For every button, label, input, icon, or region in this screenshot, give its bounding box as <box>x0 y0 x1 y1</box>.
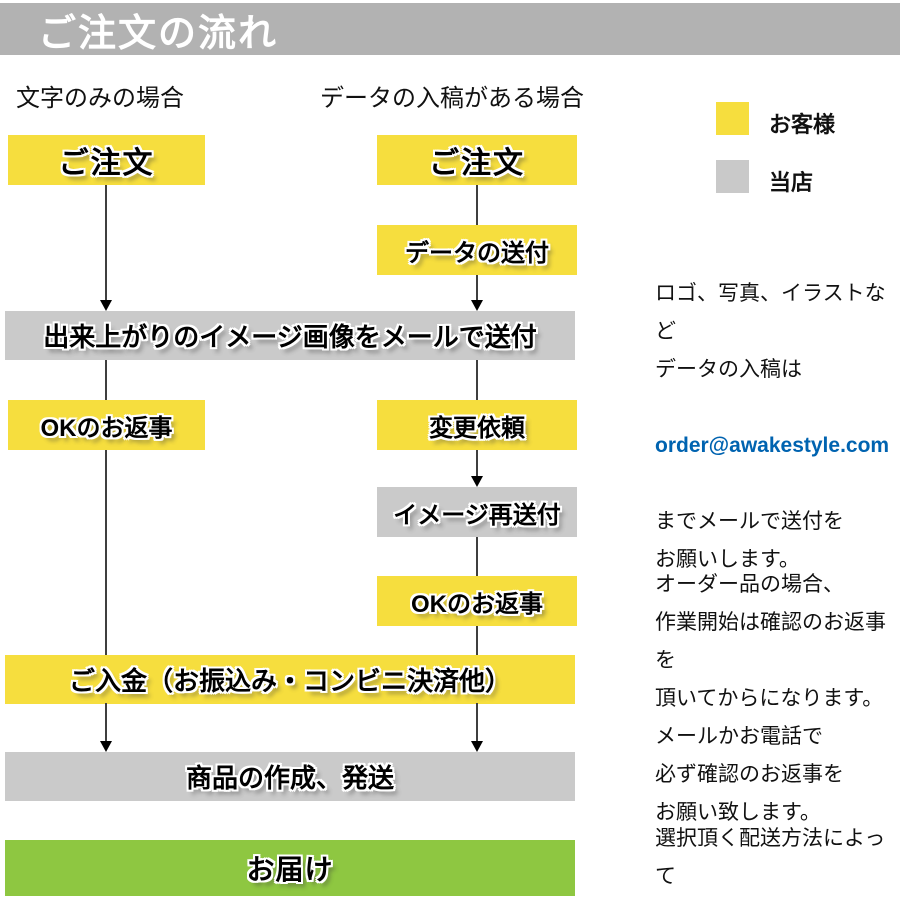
email-link[interactable]: order@awakestyle.com <box>655 434 890 457</box>
connector-resend-to-okreply-right <box>476 537 478 576</box>
connector-okreply-right-to-payment <box>476 626 478 655</box>
arrowhead-production-right <box>471 741 483 752</box>
column-label-data-upload: データの入稿がある場合 <box>320 85 584 112</box>
step-data-send: データの送付 <box>377 225 577 275</box>
arrowhead-image-resend <box>471 476 483 487</box>
note-data-upload-before: ロゴ、写真、イラストなど データの入稿は <box>655 282 886 381</box>
page-header: ご注文の流れ <box>0 3 900 55</box>
step-order-with-data: ご注文 <box>377 135 577 185</box>
step-payment: ご入金（お振込み・コンビニ決済他） <box>5 655 575 704</box>
connector-imagemail-to-okreply-left <box>105 360 107 400</box>
connector-okreply-left-to-payment <box>105 450 107 655</box>
connector-change-to-resend <box>476 450 478 477</box>
legend-shop-label: 当店 <box>769 170 814 195</box>
legend-customer-swatch <box>716 102 749 135</box>
legend-customer-label: お客様 <box>769 112 836 137</box>
arrowhead-right-imagemail <box>471 300 483 311</box>
note-shipping-time: 選択頂く配送方法によって お届け時期が異なります。 <box>655 827 886 888</box>
page-title: ご注文の流れ <box>38 12 279 55</box>
connector-left-order-to-imagemail <box>105 185 107 301</box>
step-image-resend: イメージ再送付 <box>377 487 577 537</box>
step-image-mail: 出来上がりのイメージ画像をメールで送付 <box>5 311 575 360</box>
connector-imagemail-to-change <box>476 360 478 400</box>
step-ok-reply-left: OKのお返事 <box>8 400 205 450</box>
note-data-upload: ロゴ、写真、イラストなど データの入稿は order@awakestyle.co… <box>655 237 900 617</box>
connector-payment-to-production-right <box>476 703 478 742</box>
step-order-text-only: ご注文 <box>8 135 205 185</box>
step-change-request: 変更依頼 <box>377 400 577 450</box>
arrowhead-production-left <box>100 741 112 752</box>
connector-payment-to-production-left <box>105 703 107 742</box>
connector-datasend-to-imagemail <box>476 275 478 301</box>
step-delivery: お届け <box>5 840 575 896</box>
column-label-text-only: 文字のみの場合 <box>16 85 184 112</box>
step-production-shipping: 商品の作成、発送 <box>5 752 575 801</box>
note-data-upload-after: までメールで送付を お願いします。 <box>655 510 844 571</box>
arrowhead-left-imagemail <box>100 300 112 311</box>
legend-shop-swatch <box>716 160 749 193</box>
note-confirmation: オーダー品の場合、 作業開始は確認のお返事を 頂いてからになります。 メールかお… <box>655 573 886 824</box>
step-ok-reply-right: OKのお返事 <box>377 576 577 626</box>
connector-right-order-to-datasend <box>476 185 478 225</box>
